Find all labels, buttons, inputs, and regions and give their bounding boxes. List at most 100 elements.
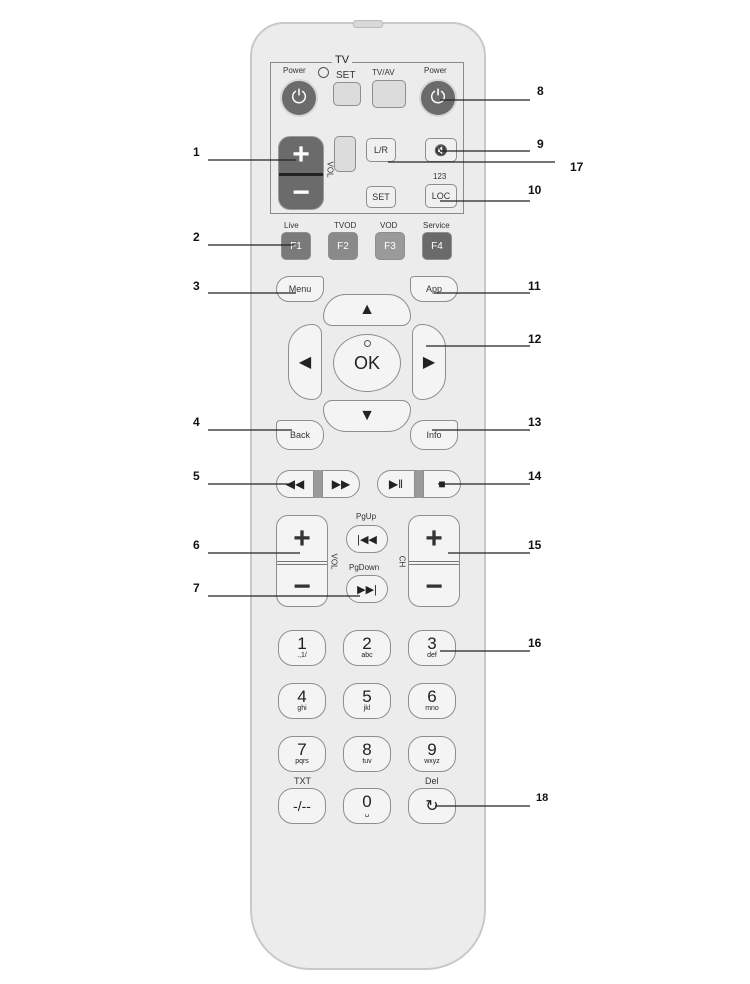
key-digit: 9 — [427, 740, 437, 759]
refresh-icon: ↻ — [425, 797, 439, 815]
callout-18: 18 — [536, 792, 549, 804]
f4-top-label: Service — [423, 221, 450, 230]
volume-down-icon[interactable]: − — [293, 569, 311, 603]
callout-6: 6 — [193, 538, 200, 552]
callout-7: 7 — [193, 581, 200, 595]
key-letters: mno — [425, 705, 439, 712]
f1-button[interactable]: F1 — [281, 232, 311, 260]
tv-power-button[interactable]: ⏻ — [280, 79, 318, 117]
tv-led-indicator — [318, 67, 329, 78]
back-label: Back — [289, 430, 310, 440]
info-button[interactable]: Info — [410, 420, 458, 450]
callout-2: 2 — [193, 230, 200, 244]
key-0[interactable]: 0␣ — [343, 788, 391, 824]
loc-button[interactable]: LOC — [425, 184, 457, 208]
set-top-label: SET — [336, 70, 356, 81]
volume-rocker[interactable]: + − — [276, 515, 328, 607]
callout-9: 9 — [537, 137, 544, 151]
ir-window — [353, 20, 383, 28]
fast-forward-icon: ▶▶ — [331, 477, 351, 491]
app-button[interactable]: App — [410, 276, 458, 302]
menu-button[interactable]: Menu — [276, 276, 324, 302]
fast-forward-button[interactable]: ▶▶ — [322, 470, 360, 498]
loc-top-label: 123 — [433, 172, 447, 181]
key-digit: 2 — [362, 634, 372, 653]
arrow-left-icon: ◀ — [298, 354, 312, 371]
key-letters: tuv — [362, 758, 372, 765]
f2-button[interactable]: F2 — [328, 232, 358, 260]
callout-8: 8 — [537, 84, 544, 98]
arrow-right-icon: ▶ — [422, 354, 436, 371]
channel-down-icon[interactable]: − — [425, 569, 443, 603]
stb-power-button[interactable]: ⏻ — [419, 79, 457, 117]
rocker-divider — [409, 561, 459, 565]
back-button[interactable]: Back — [276, 420, 324, 450]
tvav-button[interactable] — [372, 80, 406, 108]
tv-volume-down-icon[interactable]: − — [292, 176, 310, 209]
key-digit: 8 — [362, 740, 372, 759]
set-button[interactable]: SET — [366, 186, 396, 208]
tv-volume-up-icon[interactable]: + — [292, 138, 310, 171]
power-right-label: Power — [424, 66, 447, 75]
callout-14: 14 — [528, 469, 542, 483]
callout-12: 12 — [528, 332, 542, 346]
dpad-up-button[interactable]: ▲ — [323, 294, 411, 326]
txt-label: TXT — [294, 776, 311, 786]
key-letters: abc — [361, 652, 373, 659]
key-letters: def — [427, 652, 437, 659]
channel-up-icon[interactable]: + — [425, 521, 443, 555]
play-pause-button[interactable]: ▶‖ — [377, 470, 415, 498]
dpad-left-button[interactable]: ◀ — [288, 324, 322, 400]
f4-button[interactable]: F4 — [422, 232, 452, 260]
del-label: Del — [425, 776, 439, 786]
power-left-label: Power — [283, 66, 306, 75]
f3-button[interactable]: F3 — [375, 232, 405, 260]
lr-button[interactable]: L/R — [366, 138, 396, 162]
rocker-divider — [279, 173, 323, 176]
info-label: Info — [426, 430, 442, 440]
transport-divider-right — [415, 470, 423, 498]
channel-rocker[interactable]: + − — [408, 515, 460, 607]
key-digit: 5 — [362, 687, 372, 706]
f3-top-label: VOD — [380, 221, 398, 230]
dash-key-label: -/-- — [293, 797, 311, 814]
callout-11: 11 — [528, 279, 541, 293]
ok-label: OK — [353, 352, 380, 373]
dpad-right-button[interactable]: ▶ — [412, 324, 446, 400]
key-digit: 4 — [297, 687, 307, 706]
set-label: SET — [372, 192, 390, 202]
f2-top-label: TVOD — [334, 221, 357, 230]
menu-label: Menu — [288, 284, 312, 294]
transport-divider-left — [314, 470, 322, 498]
tv-volume-rocker[interactable]: + − — [278, 136, 324, 210]
key-digit: 0 — [362, 792, 372, 811]
key-1[interactable]: 1.,1/ — [278, 630, 326, 666]
page-up-button[interactable]: |◀◀ — [346, 525, 388, 553]
callout-16: 16 — [528, 636, 542, 650]
volume-up-icon[interactable]: + — [293, 521, 311, 555]
callout-5: 5 — [193, 469, 200, 483]
arrow-down-icon: ▼ — [359, 407, 375, 424]
f1-top-label: Live — [284, 221, 299, 230]
rocker-divider — [277, 561, 327, 565]
key-letters: .,1/ — [297, 652, 307, 659]
page-down-button[interactable]: ▶▶| — [346, 575, 388, 603]
rewind-icon: ◀◀ — [285, 477, 305, 491]
key-letters: jkl — [363, 705, 371, 712]
space-icon: ␣ — [364, 810, 370, 817]
callout-10: 10 — [528, 183, 542, 197]
dash-key[interactable]: -/-- — [278, 788, 326, 824]
key-digit: 7 — [297, 740, 307, 759]
tv-set-button[interactable] — [333, 82, 361, 106]
blank-button[interactable] — [334, 136, 356, 172]
tv-control-group — [270, 62, 464, 214]
